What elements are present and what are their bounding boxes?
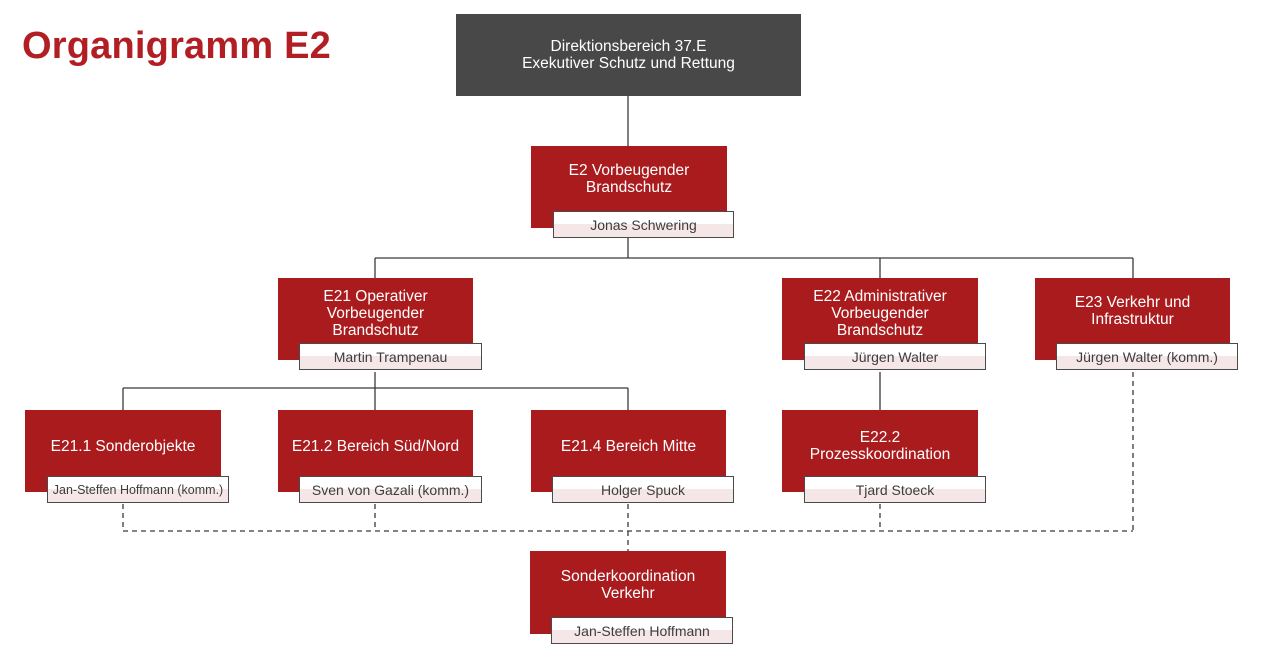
- e21-4-person-text: Holger Spuck: [600, 481, 686, 498]
- page-title: Organigramm E2: [22, 25, 332, 67]
- e22-2-person: Tjard Stoeck: [804, 476, 986, 503]
- e21-1-person: Jan-Steffen Hoffmann (komm.): [47, 476, 229, 503]
- e22-label: E22 Administrativer Vorbeugender Brandsc…: [813, 287, 947, 339]
- e21-4-label: E21.4 Bereich Mitte: [560, 437, 697, 455]
- e22-person: Jürgen Walter: [804, 343, 986, 370]
- e23-label: E23 Verkehr und Infrastruktur: [1074, 294, 1191, 328]
- e23-person-text: Jürgen Walter (komm.): [1076, 348, 1218, 365]
- head-box: Direktionsbereich 37.E Exekutiver Schutz…: [456, 14, 801, 96]
- head-label: Direktionsbereich 37.E Exekutiver Schutz…: [522, 38, 735, 72]
- sonder-person-text: Jan-Steffen Hoffmann: [574, 622, 710, 639]
- e21-2-person: Sven von Gazali (komm.): [299, 476, 482, 503]
- e21-1-person-text: Jan-Steffen Hoffmann (komm.): [52, 482, 224, 497]
- sonder-label: Sonderkoordination Verkehr: [560, 567, 696, 602]
- e22-2-person-text: Tjard Stoeck: [855, 481, 935, 498]
- e21-2-label: E21.2 Bereich Süd/Nord: [291, 437, 460, 455]
- e22-person-text: Jürgen Walter: [851, 348, 939, 365]
- e21-4-person: Holger Spuck: [552, 476, 734, 503]
- e21-1-label: E21.1 Sonderobjekte: [50, 437, 196, 455]
- e2-person: Jonas Schwering: [553, 211, 734, 238]
- e21-2-person-text: Sven von Gazali (komm.): [311, 481, 470, 498]
- e22-2-label: E22.2 Prozesskoordination: [809, 429, 951, 463]
- sonder-person: Jan-Steffen Hoffmann: [551, 617, 733, 644]
- e21-label: E21 Operativer Vorbeugender Brandschutz: [323, 287, 428, 339]
- e21-person-text: Martin Trampenau: [333, 348, 448, 365]
- e21-person: Martin Trampenau: [299, 343, 482, 370]
- e2-label: E2 Vorbeugender Brandschutz: [568, 162, 690, 196]
- e23-person: Jürgen Walter (komm.): [1056, 343, 1238, 370]
- e2-person-text: Jonas Schwering: [590, 216, 697, 233]
